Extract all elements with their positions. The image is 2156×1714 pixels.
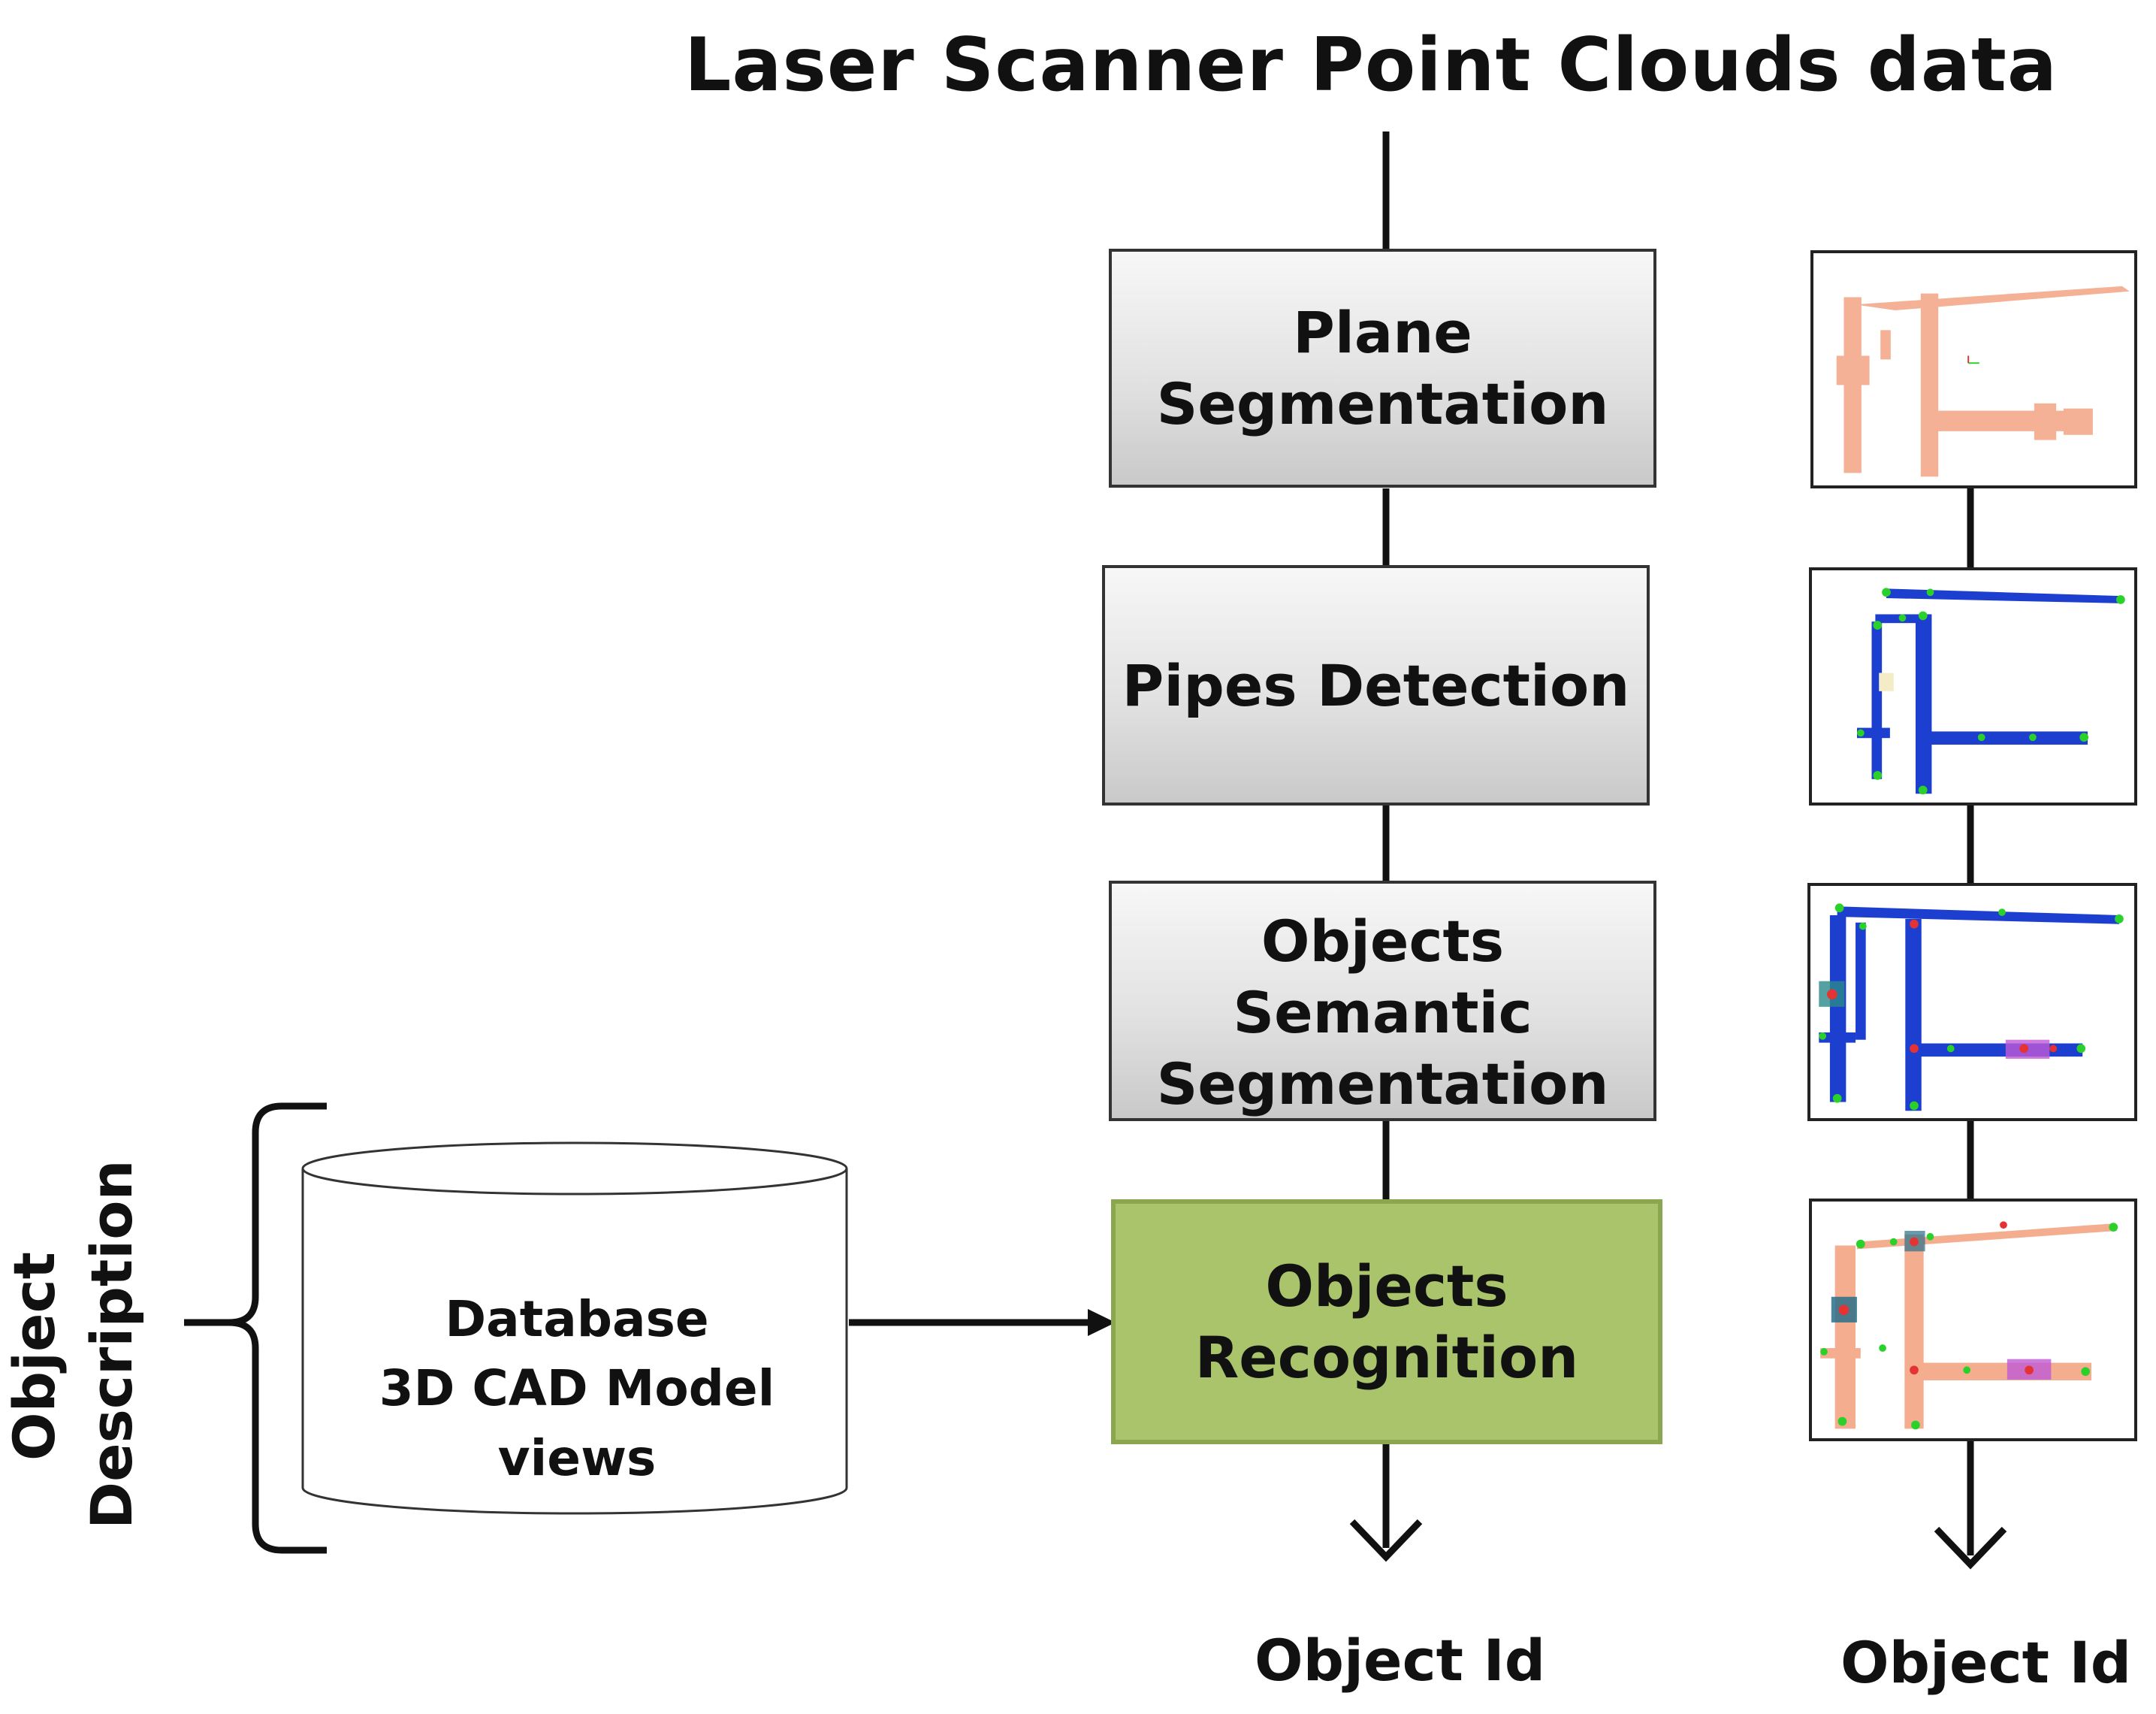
plane-segmentation-label: Plane Segmentation bbox=[1156, 299, 1609, 437]
object-recognition-thumbnail bbox=[1809, 1199, 2137, 1441]
pipes-detection-box: Pipes Detection bbox=[1102, 565, 1650, 806]
objects-recognition-label: Objects Recognition bbox=[1194, 1253, 1579, 1391]
object-id-output-center: Object Id bbox=[1255, 1627, 1546, 1694]
pipes-detection-label: Pipes Detection bbox=[1122, 651, 1630, 719]
semantic-segmentation-thumbnail bbox=[1807, 883, 2137, 1121]
object-description-label: Object Description bbox=[1, 1159, 145, 1529]
diagram-title: Laser Scanner Point Clouds data bbox=[684, 23, 2058, 108]
objects-recognition-box: Objects Recognition bbox=[1111, 1199, 1662, 1444]
semantic-segmentation-box: Objects Semantic Segmentation bbox=[1109, 881, 1656, 1121]
object-id-output-right: Object Id bbox=[1840, 1629, 2132, 1696]
plane-segmentation-thumbnail bbox=[1810, 250, 2137, 488]
database-label: Database 3D CAD Model views bbox=[379, 1290, 775, 1487]
database-cylinder bbox=[301, 1141, 848, 1515]
plane-segmentation-box: Plane Segmentation bbox=[1109, 249, 1656, 488]
pipes-detection-thumbnail bbox=[1809, 567, 2137, 806]
semantic-segmentation-label: Objects Semantic Segmentation bbox=[1156, 907, 1609, 1117]
